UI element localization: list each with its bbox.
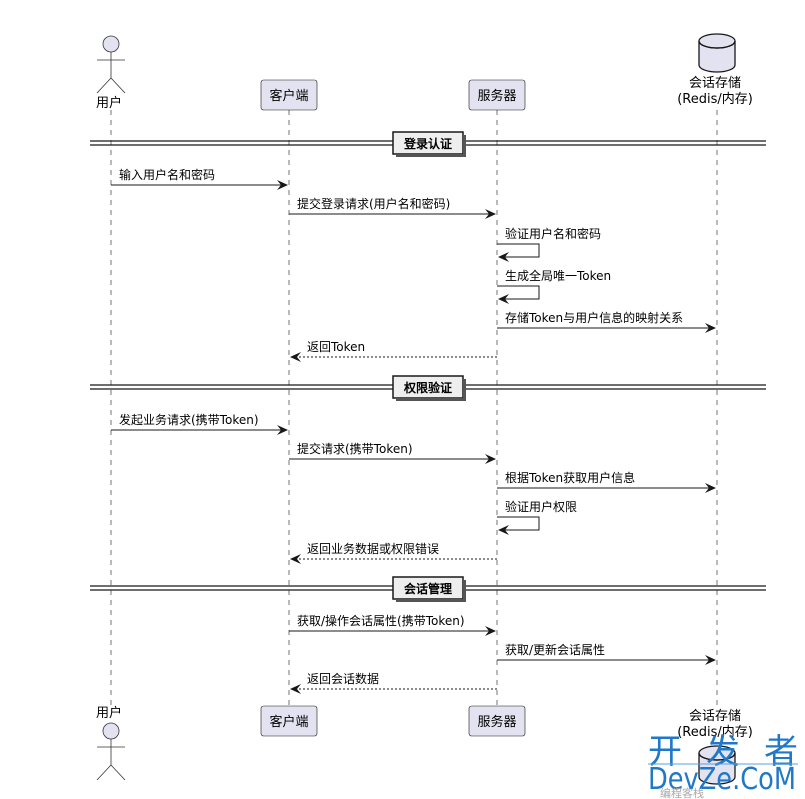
participant-box [260,705,318,737]
watermark-sub: 编程客栈 [660,786,704,799]
message-10: 返回业务数据或权限错误 [290,541,497,564]
divider-shadow [463,379,466,401]
divider-shadow [463,135,466,157]
divider-0: 登录认证 [90,131,766,157]
actor-leg [110,764,126,781]
watermark-char: 者 [764,732,798,772]
participant-store-bottom: 会话存储(Redis/内存) [677,709,753,785]
self-message-line [497,516,540,531]
message-label: 验证用户权限 [505,499,577,514]
divider-label: 会话管理 [404,581,452,596]
participant-label: 用户 [96,95,122,111]
divider-1: 权限验证 [90,375,766,401]
actor-leg [96,764,112,781]
message-5: 返回Token [290,340,497,362]
message-7: 提交请求(携带Token) [289,441,496,464]
participant-label: (Redis/内存) [677,91,753,107]
participant-client-bottom: 客户端 [260,705,318,737]
arrowhead [705,323,716,333]
arrowhead [705,655,716,665]
message-label: 获取/更新会话属性 [505,642,605,657]
message-label: 发起业务请求(携带Token) [119,412,259,427]
divider-shadow [396,599,466,602]
divider-label: 权限验证 [403,380,452,395]
message-label: 输入用户名和密码 [119,167,215,182]
participant-box [468,79,526,111]
participant-label: 客户端 [269,88,308,104]
arrowhead [498,294,509,304]
self-message-line [497,285,540,300]
watermark: 开发者DevZe.CoM编程客栈 [648,732,798,799]
watermark-site: DevZe.CoM [648,762,796,797]
message-11: 获取/操作会话属性(携带Token) [289,613,496,636]
message-label: 返回业务数据或权限错误 [307,541,439,556]
participant-label: 客户端 [269,714,308,730]
message-4: 存储Token与用户信息的映射关系 [497,310,716,333]
actor-head-icon [102,722,120,740]
message-1: 提交登录请求(用户名和密码) [289,196,496,219]
self-message-line [497,243,540,258]
divider-shadow [396,398,466,401]
participant-box [468,705,526,737]
message-label: 获取/操作会话属性(携带Token) [297,613,465,628]
divider-shadow [396,154,466,157]
participant-label: (Redis/内存) [677,724,753,740]
arrowhead [277,425,288,435]
message-13: 返回会话数据 [290,671,497,694]
message-12: 获取/更新会话属性 [497,642,716,665]
message-6: 发起业务请求(携带Token) [111,412,288,435]
participant-client-top: 客户端 [260,79,318,111]
divider-2: 会话管理 [90,576,766,602]
arrowhead [290,554,301,564]
arrowhead [485,209,496,219]
arrowhead [498,252,509,262]
message-2: 验证用户名和密码 [497,226,601,262]
message-9: 验证用户权限 [497,499,577,535]
participant-label: 服务器 [477,714,516,730]
participant-server-top: 服务器 [468,79,526,111]
arrowhead [705,483,716,493]
message-label: 返回会话数据 [307,671,379,686]
message-label: 验证用户名和密码 [505,226,601,241]
message-label: 提交请求(携带Token) [297,441,413,456]
watermark-char: 开 [648,732,682,772]
participant-label: 会话存储 [689,76,741,91]
arrowhead [290,684,301,694]
arrowhead [498,525,509,535]
message-0: 输入用户名和密码 [111,167,288,190]
message-label: 返回Token [307,340,365,354]
participant-label: 用户 [96,705,122,721]
message-label: 根据Token获取用户信息 [505,470,635,485]
actor-leg [110,77,126,94]
arrowhead [485,454,496,464]
participant-user-bottom: 用户 [96,705,126,781]
actor-head-icon [102,35,120,53]
watermark-char: 发 [706,732,740,772]
message-label: 存储Token与用户信息的映射关系 [505,310,683,325]
database-icon-rim [698,752,736,761]
message-label: 提交登录请求(用户名和密码) [297,196,450,211]
arrowhead [485,626,496,636]
divider-shadow [463,580,466,602]
participant-store-top: 会话存储(Redis/内存) [677,33,753,107]
message-label: 生成全局唯一Token [505,268,611,283]
participant-box [260,79,318,111]
participant-user-top: 用户 [96,35,126,111]
participant-heads-top: 用户 客户端 服务器 会话存储(Redis/内存) [96,33,753,111]
arrowhead [290,352,301,362]
arrowhead [277,180,288,190]
participant-label: 会话存储 [689,709,741,724]
participant-server-bottom: 服务器 [468,705,526,737]
divider-label: 登录认证 [403,136,452,151]
database-icon-rim [698,40,736,49]
message-3: 生成全局唯一Token [497,268,611,304]
message-8: 根据Token获取用户信息 [497,470,716,493]
actor-leg [96,77,112,94]
participant-label: 服务器 [477,88,516,104]
